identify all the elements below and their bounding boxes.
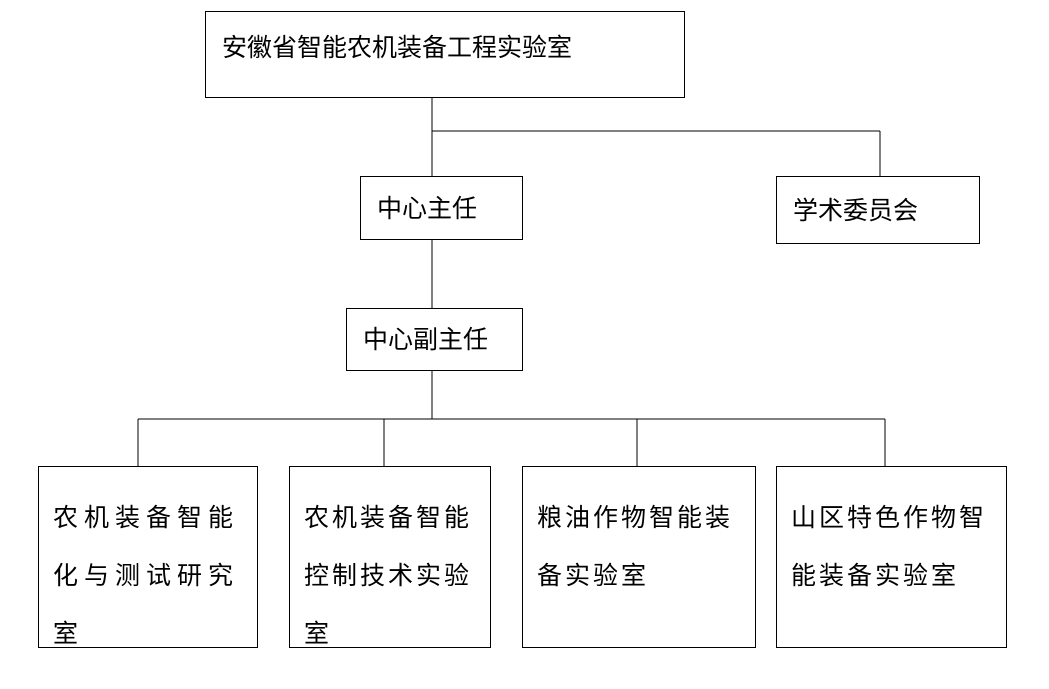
node-center-director: 中心主任 <box>360 176 523 240</box>
node-engineering-lab: 安徽省智能农机装备工程实验室 <box>205 11 685 98</box>
node-engineering-lab-label: 安徽省智能农机装备工程实验室 <box>222 33 573 62</box>
node-lab-2-label: 农机装备智能控制技术实验室 <box>304 503 473 648</box>
node-lab-4-label: 山区特色作物智能装备实验室 <box>791 503 988 590</box>
node-deputy-director-label: 中心副主任 <box>363 325 489 354</box>
node-lab-3: 粮油作物智能装备实验室 <box>522 466 756 648</box>
node-lab-1-label: 农机装备智能化与测试研究室 <box>53 503 240 648</box>
node-lab-3-label: 粮油作物智能装备实验室 <box>537 503 734 590</box>
node-center-director-label: 中心主任 <box>377 194 478 223</box>
node-lab-1: 农机装备智能化与测试研究室 <box>38 466 258 648</box>
node-academic-committee: 学术委员会 <box>776 176 980 244</box>
node-deputy-director: 中心副主任 <box>346 308 523 371</box>
node-lab-2: 农机装备智能控制技术实验室 <box>289 466 491 648</box>
node-lab-4: 山区特色作物智能装备实验室 <box>776 466 1007 648</box>
node-academic-committee-label: 学术委员会 <box>793 196 919 225</box>
